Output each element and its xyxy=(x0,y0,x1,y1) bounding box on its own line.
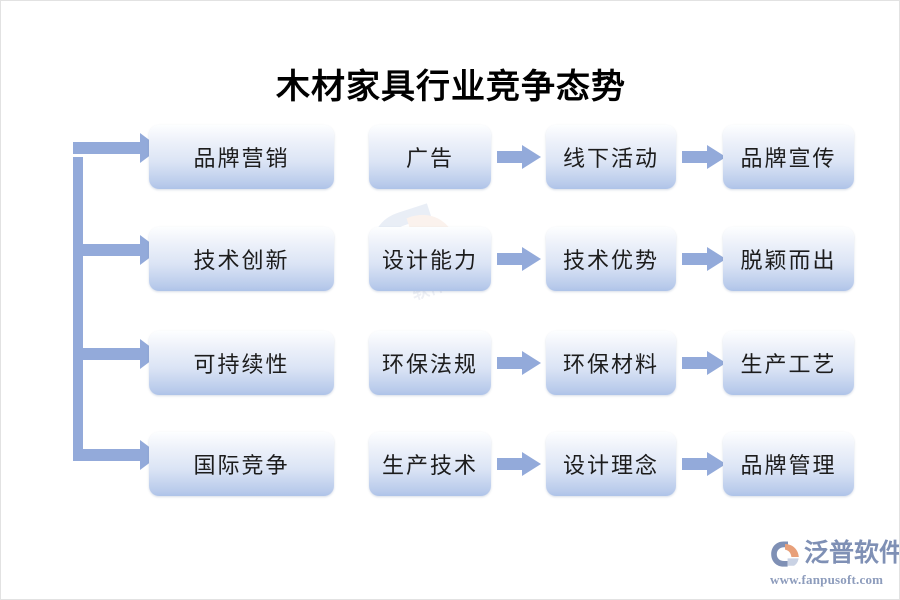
left-trunk-connector xyxy=(73,133,160,470)
brand-logo-row: 泛普软件 xyxy=(769,537,900,571)
arrow-international-2-to-3 xyxy=(497,452,541,476)
flow-box-label: 品牌营销 xyxy=(193,146,290,171)
branch-arrow-1 xyxy=(73,133,160,163)
branch-arrow-2 xyxy=(73,235,160,265)
flow-box-technology-2[interactable]: 设计能力 xyxy=(369,227,491,291)
branch-arrow-4 xyxy=(73,440,160,470)
flow-box-marketing-4[interactable]: 品牌宣传 xyxy=(723,125,854,189)
arrow-technology-2-to-3 xyxy=(497,247,541,271)
fanpu-logo-icon xyxy=(771,541,799,567)
flow-box-label: 设计理念 xyxy=(562,453,659,478)
flow-box-label: 技术创新 xyxy=(193,248,290,273)
flow-box-marketing-1[interactable]: 品牌营销 xyxy=(149,125,334,189)
flow-box-label: 线下活动 xyxy=(562,146,659,171)
flow-box-label: 环保法规 xyxy=(381,352,478,377)
flow-box-label: 可持续性 xyxy=(193,352,290,377)
page-title: 木材家具行业竞争态势 xyxy=(276,69,626,106)
flow-box-marketing-3[interactable]: 线下活动 xyxy=(546,125,676,189)
connector-trunk-line xyxy=(73,157,83,459)
flow-box-sustainability-2[interactable]: 环保法规 xyxy=(369,331,491,395)
flow-box-marketing-2[interactable]: 广告 xyxy=(369,125,491,189)
flow-box-label: 品牌管理 xyxy=(740,453,837,478)
flow-box-technology-4[interactable]: 脱颖而出 xyxy=(723,227,854,291)
flow-box-sustainability-4[interactable]: 生产工艺 xyxy=(723,331,854,395)
brand-logo: 泛普软件 www.fanpusoft.com xyxy=(769,537,899,593)
flow-box-label: 生产工艺 xyxy=(740,352,837,377)
arrow-sustainability-3-to-4 xyxy=(682,351,726,375)
arrow-marketing-2-to-3 xyxy=(497,145,541,169)
flow-box-label: 技术优势 xyxy=(562,248,659,273)
brand-logo-name: 泛普软件 xyxy=(804,540,900,567)
flow-box-label: 品牌宣传 xyxy=(740,146,837,171)
flow-box-label: 环保材料 xyxy=(562,352,659,377)
brand-logo-url: www.fanpusoft.com xyxy=(770,572,884,587)
flow-box-international-1[interactable]: 国际竞争 xyxy=(149,432,334,496)
arrow-technology-3-to-4 xyxy=(682,247,726,271)
flow-box-label: 国际竞争 xyxy=(193,453,290,478)
flow-box-international-4[interactable]: 品牌管理 xyxy=(723,432,854,496)
flow-box-international-3[interactable]: 设计理念 xyxy=(546,432,676,496)
arrow-sustainability-2-to-3 xyxy=(497,351,541,375)
arrow-marketing-3-to-4 xyxy=(682,145,726,169)
arrow-international-3-to-4 xyxy=(682,452,726,476)
flow-box-international-2[interactable]: 生产技术 xyxy=(369,432,491,496)
flow-box-label: 生产技术 xyxy=(381,453,478,478)
flow-box-technology-3[interactable]: 技术优势 xyxy=(546,227,676,291)
flow-box-label: 广告 xyxy=(405,146,454,171)
branch-arrow-3 xyxy=(73,339,160,369)
flow-box-label: 脱颖而出 xyxy=(740,248,837,273)
flow-box-technology-1[interactable]: 技术创新 xyxy=(149,227,334,291)
flow-box-sustainability-1[interactable]: 可持续性 xyxy=(149,331,334,395)
flow-box-label: 设计能力 xyxy=(381,248,478,273)
flow-box-sustainability-3[interactable]: 环保材料 xyxy=(546,331,676,395)
